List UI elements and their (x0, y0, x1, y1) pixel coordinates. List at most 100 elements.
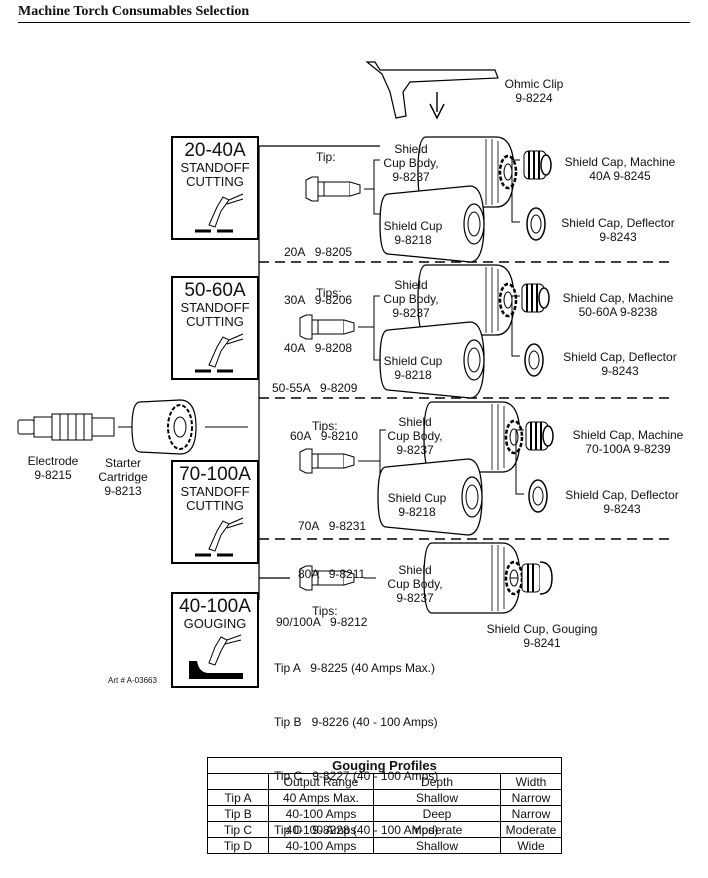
shield-cup-body-label: Shield Cup Body, 9-8237 (384, 415, 446, 457)
table-row: Tip C 40-100 Amps Moderate Moderate (207, 821, 562, 838)
starter-name: Starter (104, 456, 141, 470)
label-line: Shield (394, 142, 428, 156)
shield-cup-body-label: Shield Cup Body, 9-8237 (380, 278, 442, 320)
shield-cup-label: Shield Cup 9-8218 (380, 219, 446, 247)
shield-cap-deflector-label: Shield Cap, Deflector 9-8243 (556, 216, 680, 244)
tips-label: Tips: (312, 604, 338, 618)
table-cell: 40-100 Amps (268, 805, 374, 822)
table-cell: Moderate (500, 821, 562, 838)
electrode-label: Electrode 9-8215 (20, 454, 86, 482)
tip-spec-list: 70A 9-8231 80A 9-8211 90/100A 9-8212 (276, 486, 367, 646)
table-cell: 40-100 Amps (268, 821, 374, 838)
page-title: Machine Torch Consumables Selection (18, 4, 250, 19)
section-mode: CUTTING (186, 498, 244, 513)
section-mode: STANDOFF (180, 160, 250, 175)
tip-spec: Tip A 9-8225 (40 Amps Max.) (274, 661, 435, 675)
section-amps: 40-100A (179, 596, 251, 617)
table-cell: Tip C (207, 821, 269, 838)
section-box-20-40a: 20-40A STANDOFF CUTTING (171, 136, 259, 240)
label-line: Shield Cap, Machine (564, 155, 676, 169)
starter-drawing (131, 399, 248, 455)
starter-label: Starter Cartridge 9-8213 (90, 456, 156, 498)
label-line: Shield Cup (383, 354, 443, 368)
electrode-part: 9-8215 (34, 468, 72, 482)
label-line: Cup Body, (387, 577, 443, 591)
gouging-icon (189, 634, 243, 679)
section-amps: 20-40A (184, 140, 246, 161)
label-line: 9-8218 (394, 368, 432, 382)
table-cell: Shallow (373, 837, 501, 854)
tip-spec: 40A 9-8208 (284, 341, 353, 355)
label-line: Cup Body, (387, 429, 443, 443)
section-box-50-60a: 50-60A STANDOFF CUTTING (171, 276, 259, 380)
label-line: 9-8243 (601, 364, 639, 378)
section-mode: STANDOFF (180, 300, 250, 315)
shield-cap-machine-label: Shield Cap, Machine 70-100A 9-8239 (566, 428, 690, 456)
tip-spec: 20A 9-8205 (284, 245, 353, 259)
shield-cap-deflector-label: Shield Cap, Deflector 9-8243 (560, 488, 684, 516)
label-line: 9-8218 (394, 233, 432, 247)
section-amps: 70-100A (179, 464, 251, 485)
shield-cup-label: Shield Cup 9-8218 (380, 354, 446, 382)
table-row: Tip D 40-100 Amps Shallow Wide (207, 837, 562, 854)
tip-spec-list: 20A 9-8205 30A 9-8206 40A 9-8208 (284, 212, 352, 372)
starter-part: 9-8213 (104, 484, 142, 498)
ohmic-clip-drawing (365, 61, 499, 120)
shield-cup-body-label: Shield Cup Body, 9-8237 (380, 142, 442, 184)
shield-cap-deflector-label: Shield Cap, Deflector 9-8243 (558, 350, 682, 378)
label-line: 9-8243 (599, 230, 637, 244)
tip-spec: 70A 9-8231 (298, 519, 367, 533)
table-row: Tip B 40-100 Amps Deep Narrow (207, 805, 562, 822)
label-line: Shield Cap, Deflector (561, 216, 675, 230)
label-line: 9-8243 (603, 502, 641, 516)
tip-spec: 90/100A 9-8212 (276, 615, 368, 629)
shield-cap-machine-label: Shield Cap, Machine 40A 9-8245 (558, 155, 682, 183)
column-header: Width (500, 773, 562, 790)
ohmic-clip-part: 9-8224 (515, 91, 553, 105)
gouging-profiles-table: Gouging Profiles Output Range Depth Widt… (207, 757, 562, 854)
starter-name2: Cartridge (98, 470, 148, 484)
section-mode: STANDOFF (180, 484, 250, 499)
table-cell: Shallow (373, 789, 501, 806)
label-line: Shield (398, 563, 432, 577)
electrode-name: Electrode (27, 454, 79, 468)
label-line: Shield Cap, Deflector (563, 350, 677, 364)
label-line: 50-60A 9-8238 (578, 305, 658, 319)
table-cell: Tip B (207, 805, 269, 822)
table-row: Tip A 40 Amps Max. Shallow Narrow (207, 789, 562, 806)
column-header (207, 773, 269, 790)
label-line: Shield Cup (383, 219, 443, 233)
label-line: 70-100A 9-8239 (585, 442, 671, 456)
table-cell: Deep (373, 805, 501, 822)
label-line: 40A 9-8245 (589, 169, 651, 183)
standoff-cutting-icon (195, 517, 244, 557)
tip-spec: Tip B 9-8226 (40 - 100 Amps) (274, 715, 438, 729)
label-line: Shield Cup, Gouging (486, 622, 598, 636)
label-line: Shield Cup (387, 491, 447, 505)
art-number: Art # A-03663 (108, 676, 157, 685)
table-cell: Tip A (207, 789, 269, 806)
standoff-cutting-icon (195, 333, 244, 373)
section-box-gouging: 40-100A GOUGING (171, 592, 259, 688)
label-line: Shield Cap, Machine (572, 428, 684, 442)
table-title: Gouging Profiles (207, 757, 562, 774)
section-amps: 50-60A (184, 280, 246, 301)
label-line: 9-8237 (396, 443, 434, 457)
label-line: 9-8237 (396, 591, 434, 605)
table-cell: Wide (500, 837, 562, 854)
tip-spec: 80A 9-8211 (298, 567, 366, 581)
section-mode: GOUGING (183, 616, 247, 631)
tips-label: Tip: (316, 150, 336, 164)
table-cell: Moderate (373, 821, 501, 838)
table-cell: Tip D (207, 837, 269, 854)
tip-spec-list: 50-55A 9-8209 60A 9-8210 (272, 348, 358, 460)
tip-spec: 30A 9-8206 (284, 293, 353, 307)
section-mode: CUTTING (186, 314, 244, 329)
shield-cup-gouging-label: Shield Cup, Gouging 9-8241 (480, 622, 604, 650)
shield-cup-body-label: Shield Cup Body, 9-8237 (384, 563, 446, 605)
column-header: Output Range (268, 773, 374, 790)
label-line: Shield (394, 278, 428, 292)
label-line: 9-8237 (392, 170, 430, 184)
table-cell: Narrow (500, 789, 562, 806)
